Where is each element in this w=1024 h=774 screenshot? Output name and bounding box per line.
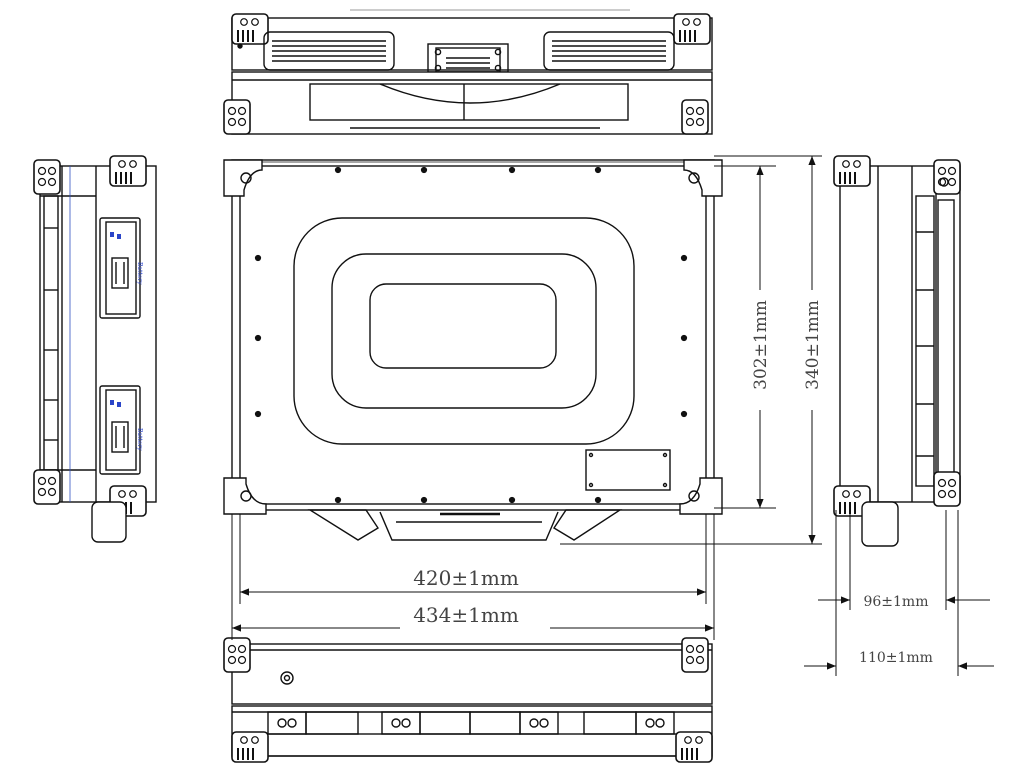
battery-label-upper: Battery [136,262,143,285]
front-view [223,159,723,541]
bottom-view [223,637,713,763]
bumper-br [679,477,723,515]
bumper-tr [683,159,723,197]
top-view-corner-right [673,13,711,45]
middle-panel [331,253,597,409]
bumper-bl [223,477,267,515]
bottom-corner-tl [223,637,251,673]
bottom-foot-left [231,731,269,763]
battery-module-upper: Battery [99,217,143,319]
top-view-foot-left [223,99,251,135]
dim-outer-width: 434±1mm [413,603,519,627]
bottom-corner-tr [681,637,709,673]
dimension-lines [231,155,994,676]
dim-inner-height: 302±1mm [751,300,771,390]
right-side-view [833,155,961,547]
left-corner-tl [33,159,61,195]
top-view [223,9,713,135]
vent-left [263,31,395,71]
top-view-foot-right [681,99,709,135]
front-handle [307,509,623,541]
dim-outer-depth: 110±1mm [859,650,933,666]
left-corner-bl [33,469,61,505]
dim-inner-width: 420±1mm [413,566,519,590]
right-corner-br [933,471,961,507]
outer-panel [293,217,635,445]
battery-module-lower: Battery [99,385,143,475]
bottom-foot-right [675,731,713,763]
right-corner-tr [933,159,961,195]
screws [254,166,688,504]
nameplate [585,449,671,491]
dim-inner-depth: 96±1mm [863,594,928,610]
inner-window [369,283,557,369]
top-view-corner-left [231,13,269,45]
battery-label-lower: Battery [136,428,143,451]
top-hinge [427,43,509,73]
left-side-view: Battery Battery [33,155,157,543]
bumper-tl [223,159,263,197]
vent-right [543,31,675,71]
right-corner-tl [833,155,871,187]
left-corner-tr [109,155,147,187]
dim-outer-height: 340±1mm [803,300,823,390]
